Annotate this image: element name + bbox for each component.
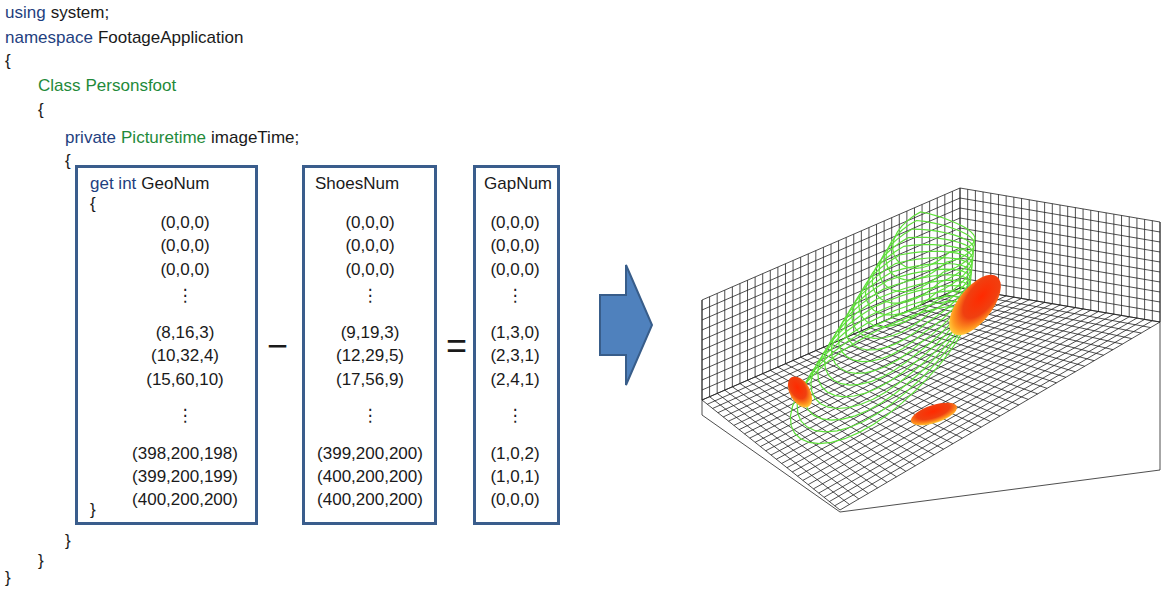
grid-line (702, 268, 960, 380)
tuple-value: (0,0,0) (490, 213, 539, 233)
tuple-value: (2,4,1) (490, 370, 539, 390)
grid-line (702, 415, 840, 512)
code-token: namespace (5, 28, 93, 48)
grid-line (960, 188, 1160, 222)
grid-line (1160, 222, 1161, 470)
tuple-value: (0,0,0) (160, 213, 209, 233)
tuple-value: (10,32,4) (151, 346, 219, 366)
grid-line (702, 300, 703, 415)
tuple-value: (399,200,199) (132, 467, 238, 487)
code-token: Picturetime (121, 128, 206, 148)
box-heading: GeoNum (141, 174, 209, 194)
tuple-value: (17,56,9) (336, 370, 404, 390)
grid-line (824, 318, 1137, 497)
code-token: } (38, 551, 44, 571)
data-array-box: ShoesNum (0,0,0) (0,0,0) (0,0,0) ⋮ (9,19,3) (1… (302, 165, 437, 525)
code-token: } (65, 531, 71, 551)
ellipsis: ⋮ (362, 286, 379, 306)
foot-contour (790, 212, 975, 444)
code-token: FootageApplication (98, 28, 244, 48)
box-heading: ShoesNum (315, 174, 399, 194)
tuple-value: (398,200,198) (132, 444, 238, 464)
box-heading: GapNum (484, 174, 552, 194)
grid-line (960, 218, 1160, 252)
tuple-value: (0,0,0) (345, 236, 394, 256)
transform-arrow (600, 265, 652, 385)
grid-line (960, 238, 1160, 272)
grid-line (960, 198, 1160, 232)
code-token: imageTime; (211, 128, 299, 148)
heel-blob (939, 266, 1010, 344)
data-array-box: GapNum (0,0,0) (0,0,0) (0,0,0) ⋮ (1,3,0) (2,3,… (473, 165, 560, 525)
contour-ring (893, 212, 975, 269)
operator-sign: − (267, 326, 288, 366)
code-token: { (65, 151, 71, 171)
code-token: using (5, 3, 46, 23)
tuple-value: (0,0,0) (490, 490, 539, 510)
box-heading: get int (90, 174, 136, 194)
tuple-value: (9,19,3) (341, 323, 400, 343)
tuple-value: (15,60,10) (146, 370, 224, 390)
tuple-value: (2,3,1) (490, 346, 539, 366)
grid-line (960, 228, 1160, 262)
grid-line (702, 288, 960, 400)
grid-line (782, 308, 1076, 464)
data-array-box: get intGeoNum { (0,0,0) (0,0,0) (0,0,0) ⋮ (8,1… (75, 165, 258, 525)
tuple-value: (1,0,2) (490, 444, 539, 464)
tuple-value: (400,200,200) (132, 490, 238, 510)
brace: } (90, 500, 96, 520)
tuple-value: (400,200,200) (317, 490, 423, 510)
pressure-blobs (783, 266, 1011, 430)
tuple-value: (0,0,0) (160, 260, 209, 280)
code-token: { (5, 51, 11, 71)
tuple-value: (0,0,0) (160, 236, 209, 256)
tuple-value: (12,29,5) (336, 346, 404, 366)
grid-line (813, 315, 1121, 488)
grid-line (702, 188, 960, 300)
grid-line (960, 208, 1160, 242)
code-token: Personsfoot (86, 76, 177, 96)
grid-line (750, 300, 1029, 438)
grid-line (702, 208, 960, 320)
tuple-value: (0,0,0) (490, 236, 539, 256)
tuple-value: (0,0,0) (490, 260, 539, 280)
grid-line (771, 305, 1060, 455)
grid-line (829, 319, 1144, 501)
grid-line (840, 470, 1160, 512)
tuple-value: (1,0,1) (490, 467, 539, 487)
brace: { (90, 194, 96, 214)
tuple-value: (1,3,0) (490, 323, 539, 343)
mid-blob (908, 398, 959, 430)
code-token: { (38, 100, 44, 120)
contour-ring (797, 301, 967, 432)
tuple-value: (0,0,0) (345, 213, 394, 233)
grid-line (702, 278, 960, 390)
ellipsis: ⋮ (507, 406, 524, 426)
toe-blob (783, 372, 817, 411)
ellipsis: ⋮ (177, 406, 194, 426)
contour-ring (872, 237, 973, 303)
operator-sign: = (446, 326, 467, 366)
code-token: Class (38, 76, 81, 96)
tuple-value: (8,16,3) (156, 323, 215, 343)
tuple-value: (0,0,0) (345, 260, 394, 280)
tuple-value: (400,200,200) (317, 467, 423, 487)
ellipsis: ⋮ (507, 286, 524, 306)
code-token: } (5, 568, 11, 588)
grid-line (840, 322, 1160, 510)
grid-line (808, 314, 1114, 484)
grid-line (702, 238, 960, 350)
tuple-value: (399,200,200) (317, 444, 423, 464)
contour-ring (811, 291, 969, 409)
contour-ring (879, 229, 974, 292)
code-token: private (65, 128, 116, 148)
ellipsis: ⋮ (362, 406, 379, 426)
grid-line (798, 312, 1099, 477)
grid-line (819, 317, 1129, 493)
grid-box (702, 188, 1160, 512)
code-token: system; (51, 3, 110, 23)
grid-line (702, 198, 960, 310)
ellipsis: ⋮ (177, 286, 194, 306)
grid-line (702, 258, 960, 370)
